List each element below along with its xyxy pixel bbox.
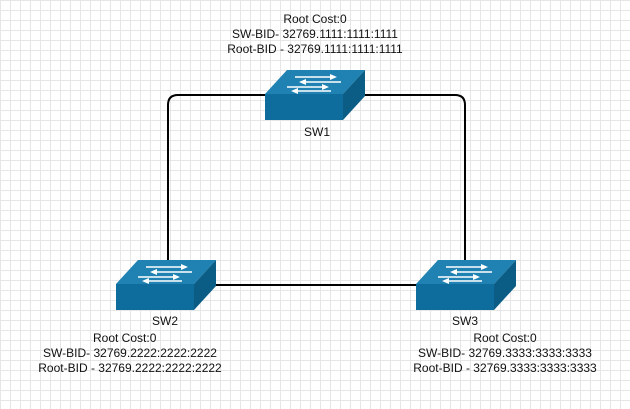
sw2-sw-bid: SW-BID- 32769.2222:2222:2222 bbox=[43, 346, 217, 360]
sw2-root-bid: Root-BID - 32769.2222:2222:2222 bbox=[38, 361, 222, 375]
link-sw1-sw2 bbox=[167, 94, 265, 260]
sw2-info: Root Cost:0 SW-BID- 32769.2222:2222:2222… bbox=[20, 331, 240, 376]
sw1-root-cost: Root Cost:0 bbox=[283, 12, 347, 26]
sw3-root-bid: Root-BID - 32769.3333:3333:3333 bbox=[413, 361, 597, 375]
link-sw1-sw3 bbox=[365, 94, 466, 260]
sw3-info: Root Cost:0 SW-BID- 32769.3333:3333:3333… bbox=[390, 331, 620, 376]
sw1-sw-bid: SW-BID- 32769.1111:1111:1111 bbox=[232, 27, 398, 41]
switch-sw1-icon bbox=[264, 69, 366, 121]
sw3-sw-bid: SW-BID- 32769.3333:3333:3333 bbox=[418, 346, 592, 360]
sw3-root-cost: Root Cost:0 bbox=[473, 331, 537, 345]
switch-sw2-icon bbox=[115, 259, 217, 311]
sw3-name: SW3 bbox=[452, 314, 479, 328]
sw1-name: SW1 bbox=[304, 125, 331, 139]
sw2-root-cost: Root Cost:0 bbox=[93, 331, 157, 345]
sw1-root-bid: Root-BID - 32769.1111:1111:1111 bbox=[227, 42, 403, 56]
switch-sw3-icon bbox=[415, 259, 517, 311]
sw1-info: Root Cost:0 SW-BID- 32769.1111:1111:1111… bbox=[205, 12, 425, 57]
sw2-name: SW2 bbox=[152, 314, 179, 328]
